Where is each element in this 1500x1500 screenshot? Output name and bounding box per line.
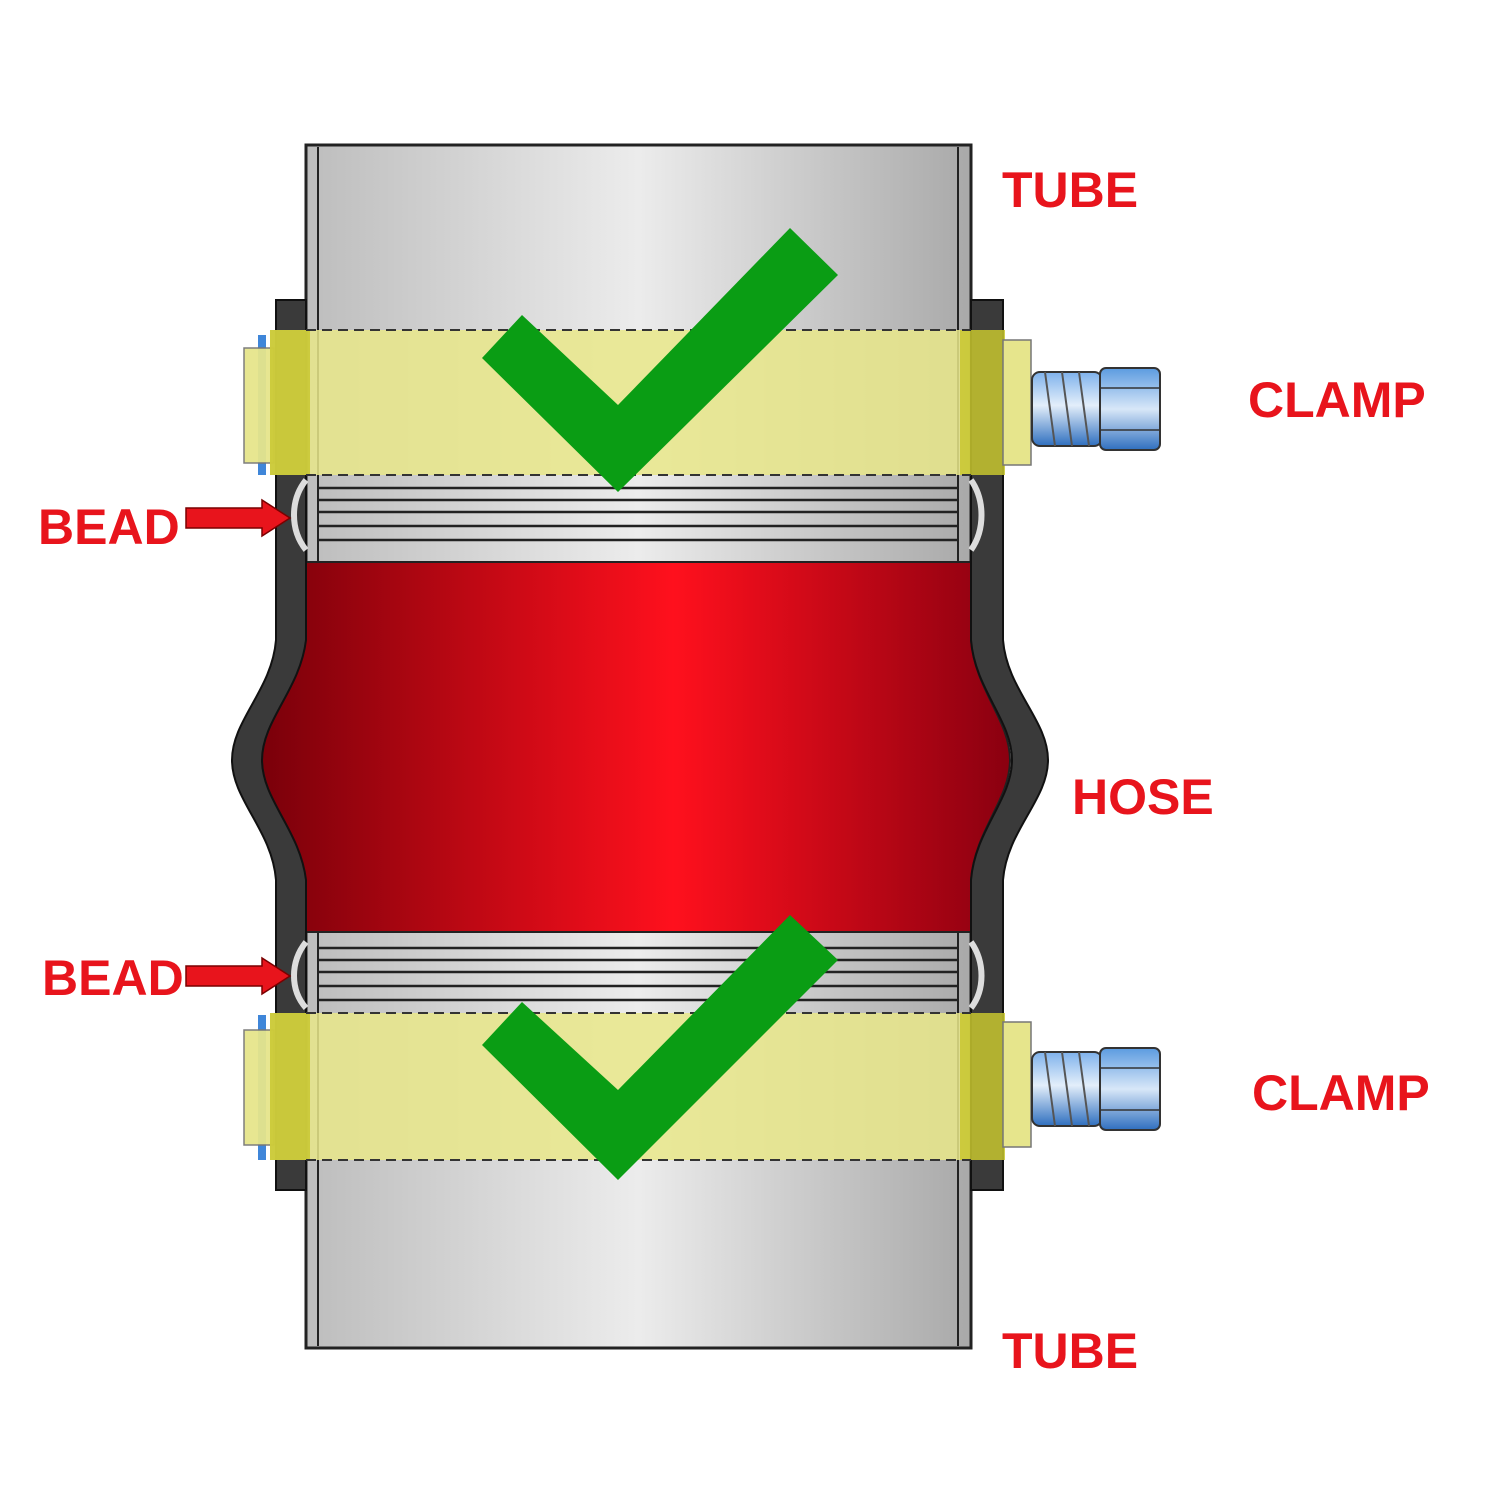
worm-screw-bottom [1031,1047,1161,1131]
bead-top [291,478,985,552]
checkmark-icon [482,915,838,1180]
hose-interior [260,561,1012,933]
checkmark-icon [482,228,838,492]
hose-wall-right [970,299,1050,1191]
hose-wall-left [230,299,307,1191]
label-clamp-bottom: CLAMP [1252,1065,1430,1121]
label-bead-bottom: BEAD [42,950,184,1006]
bead-bottom [291,940,985,1010]
label-hose: HOSE [1072,769,1214,825]
label-bead-top: BEAD [38,499,180,555]
right-arrow-icon [185,498,292,538]
label-clamp-top: CLAMP [1248,372,1426,428]
label-tube-bottom: TUBE [1002,1323,1138,1379]
worm-screw-top [1031,367,1161,451]
label-tube-top: TUBE [1002,162,1138,218]
right-arrow-icon [185,956,292,996]
